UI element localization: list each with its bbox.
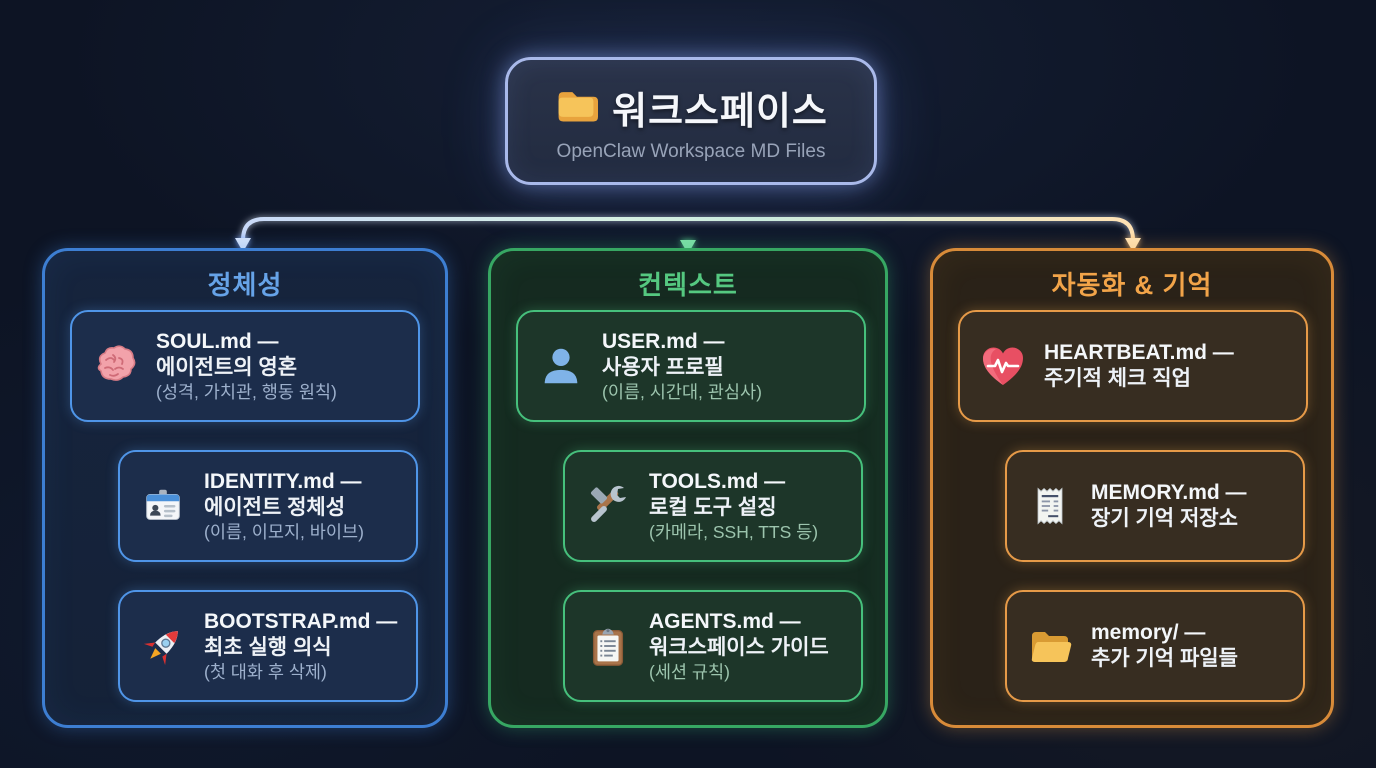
card-file-name: HEARTBEAT.md — xyxy=(1044,340,1234,364)
card-file-name: IDENTITY.md — xyxy=(204,469,362,493)
receipt-icon xyxy=(1025,484,1075,528)
brain-icon xyxy=(90,342,140,390)
distribution-bar xyxy=(235,217,1141,252)
user-icon xyxy=(536,343,586,389)
tools-md-card: TOOLS.md — 로컬 도구 섵징 (카메라, SSH, TTS 등) xyxy=(563,450,863,562)
card-file-name: USER.md — xyxy=(602,329,725,353)
context-column-title: 컨텍스트 xyxy=(638,270,738,300)
arrow-to-automation-column xyxy=(1125,238,1141,252)
rocket-icon xyxy=(138,622,188,670)
root-subtitle: OpenClaw Workspace MD Files xyxy=(556,140,826,162)
clipboard-icon xyxy=(583,623,633,669)
card-file-name: memory/ — xyxy=(1091,620,1206,644)
card-note: (카메라, SSH, TTS 등) xyxy=(649,521,819,542)
workspace-root-box: 워크스페이스 OpenClaw Workspace MD Files xyxy=(505,57,877,185)
card-note: (성격, 가치관, 행동 원칙) xyxy=(156,381,337,402)
card-file-name: BOOTSTRAP.md — xyxy=(204,609,398,633)
card-note: (세션 규칙) xyxy=(649,661,730,682)
memory-md-card: MEMORY.md — 장기 기억 저장소 xyxy=(1005,450,1305,562)
automation-memory-column-title: 자동화 & 기억 xyxy=(1051,270,1213,300)
id-card-icon xyxy=(138,483,188,529)
tools-icon xyxy=(583,482,633,530)
agents-md-card: AGENTS.md — 워크스페이스 가이드 (세션 규칙) xyxy=(563,590,863,702)
card-description: 주기적 체크 직업 xyxy=(1044,367,1191,390)
folder-icon xyxy=(554,83,599,132)
card-description: 추가 기억 파일들 xyxy=(1091,647,1238,670)
heartbeat-md-card: HEARTBEAT.md — 주기적 체크 직업 xyxy=(958,310,1308,422)
card-description: 에이전트 정체성 xyxy=(204,495,346,519)
card-description: 사용자 프로필 xyxy=(602,355,724,379)
card-description: 에이전트의 영혼 xyxy=(156,355,298,379)
card-note: (이름, 시간대, 관심사) xyxy=(602,381,762,402)
card-file-name: SOUL.md — xyxy=(156,329,279,353)
memory-folder-card: memory/ — 추가 기억 파일들 xyxy=(1005,590,1305,702)
card-file-name: TOOLS.md — xyxy=(649,469,786,493)
identity-column-title: 정체성 xyxy=(207,270,283,300)
card-file-name: AGENTS.md — xyxy=(649,609,801,633)
heart-pulse-icon xyxy=(978,342,1028,390)
root-title: 워크스페이스 xyxy=(612,90,828,133)
card-description: 로컬 도구 섵징 xyxy=(649,495,777,519)
soul-md-card: SOUL.md — 에이전트의 영혼 (성격, 가치관, 행동 원칙) xyxy=(70,310,420,422)
card-note: (이름, 이모지, 바이브) xyxy=(204,521,364,542)
arrow-to-identity-column xyxy=(235,238,251,252)
card-description: 장기 기억 저장소 xyxy=(1091,507,1238,530)
card-file-name: MEMORY.md — xyxy=(1091,480,1247,504)
card-description: 최초 실행 의식 xyxy=(204,635,332,659)
identity-md-card: IDENTITY.md — 에이전트 정체성 (이름, 이모지, 바이브) xyxy=(118,450,418,562)
card-note: (첫 대화 후 삭제) xyxy=(204,661,327,682)
user-md-card: USER.md — 사용자 프로필 (이름, 시간대, 관심사) xyxy=(516,310,866,422)
bootstrap-md-card: BOOTSTRAP.md — 최초 실행 의식 (첫 대화 후 삭제) xyxy=(118,590,418,702)
card-description: 워크스페이스 가이드 xyxy=(649,635,829,659)
open-folder-icon xyxy=(1025,622,1075,670)
root-trunk-line xyxy=(680,183,696,254)
